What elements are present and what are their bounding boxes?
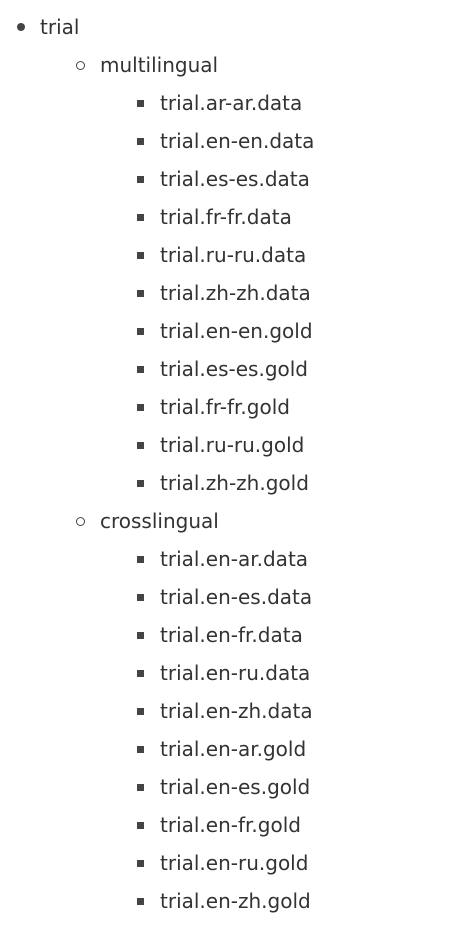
file-name: trial.en-ar.data [160, 547, 309, 571]
tree-folder-multilingual: multilingual [76, 46, 219, 84]
tree-item-label: trial [40, 15, 80, 39]
bullet-square-icon [137, 252, 144, 259]
file-name: trial.en-es.data [160, 585, 313, 609]
tree-file-item: trial.en-ar.gold [137, 730, 307, 768]
file-name: trial.en-zh.data [160, 699, 313, 723]
bullet-square-icon [137, 100, 144, 107]
bullet-square-icon [137, 632, 144, 639]
file-name: trial.en-fr.gold [160, 813, 301, 837]
file-name: trial.en-en.data [160, 129, 315, 153]
bullet-square-icon [137, 860, 144, 867]
tree-file-item: trial.en-en.gold [137, 312, 313, 350]
tree-file-item: trial.en-fr.gold [137, 806, 301, 844]
tree-file-item: trial.en-fr.data [137, 616, 303, 654]
file-name: trial.ar-ar.data [160, 91, 303, 115]
tree-file-item: trial.en-ar.data [137, 540, 309, 578]
tree-folder-label: multilingual [100, 53, 219, 77]
bullet-square-icon [137, 556, 144, 563]
file-name: trial.es-es.gold [160, 357, 308, 381]
bullet-square-icon [137, 784, 144, 791]
bullet-square-icon [137, 290, 144, 297]
bullet-circle-icon [76, 61, 85, 70]
bullet-square-icon [137, 898, 144, 905]
bullet-square-icon [137, 670, 144, 677]
tree-file-item: trial.en-es.gold [137, 768, 311, 806]
file-name: trial.ru-ru.data [160, 243, 307, 267]
file-name: trial.en-es.gold [160, 775, 311, 799]
bullet-square-icon [137, 366, 144, 373]
file-name: trial.en-fr.data [160, 623, 303, 647]
tree-file-item: trial.es-es.gold [137, 350, 308, 388]
tree-folder-crosslingual: crosslingual [76, 502, 219, 540]
file-name: trial.es-es.data [160, 167, 310, 191]
bullet-square-icon [137, 822, 144, 829]
bullet-square-icon [137, 138, 144, 145]
bullet-square-icon [137, 328, 144, 335]
tree-file-item: trial.fr-fr.data [137, 198, 292, 236]
file-name: trial.fr-fr.gold [160, 395, 290, 419]
tree-file-item: trial.zh-zh.data [137, 274, 311, 312]
tree-file-item: trial.zh-zh.gold [137, 464, 309, 502]
file-name: trial.zh-zh.gold [160, 471, 309, 495]
file-name: trial.fr-fr.data [160, 205, 292, 229]
tree-file-item: trial.es-es.data [137, 160, 310, 198]
bullet-square-icon [137, 594, 144, 601]
tree-file-item: trial.fr-fr.gold [137, 388, 290, 426]
bullet-square-icon [137, 214, 144, 221]
file-name: trial.zh-zh.data [160, 281, 311, 305]
tree-file-item: trial.en-en.data [137, 122, 315, 160]
tree-file-item: trial.en-ru.data [137, 654, 311, 692]
tree-file-item: trial.en-ru.gold [137, 844, 309, 882]
tree-file-item: trial.ru-ru.gold [137, 426, 305, 464]
bullet-square-icon [137, 442, 144, 449]
tree-file-item: trial.en-zh.gold [137, 882, 311, 920]
file-name: trial.en-zh.gold [160, 889, 311, 913]
bullet-square-icon [137, 176, 144, 183]
tree-item-trial: trial [17, 8, 80, 46]
bullet-square-icon [137, 480, 144, 487]
tree-file-item: trial.ru-ru.data [137, 236, 307, 274]
tree-file-item: trial.ar-ar.data [137, 84, 303, 122]
tree-folder-label: crosslingual [100, 509, 219, 533]
tree-file-item: trial.en-zh.data [137, 692, 313, 730]
bullet-square-icon [137, 708, 144, 715]
file-name: trial.en-en.gold [160, 319, 313, 343]
bullet-disc-icon [17, 23, 25, 31]
file-name: trial.ru-ru.gold [160, 433, 305, 457]
bullet-square-icon [137, 746, 144, 753]
tree-file-item: trial.en-es.data [137, 578, 313, 616]
file-name: trial.en-ru.data [160, 661, 311, 685]
bullet-circle-icon [76, 517, 85, 526]
file-name: trial.en-ru.gold [160, 851, 309, 875]
bullet-square-icon [137, 404, 144, 411]
file-name: trial.en-ar.gold [160, 737, 307, 761]
